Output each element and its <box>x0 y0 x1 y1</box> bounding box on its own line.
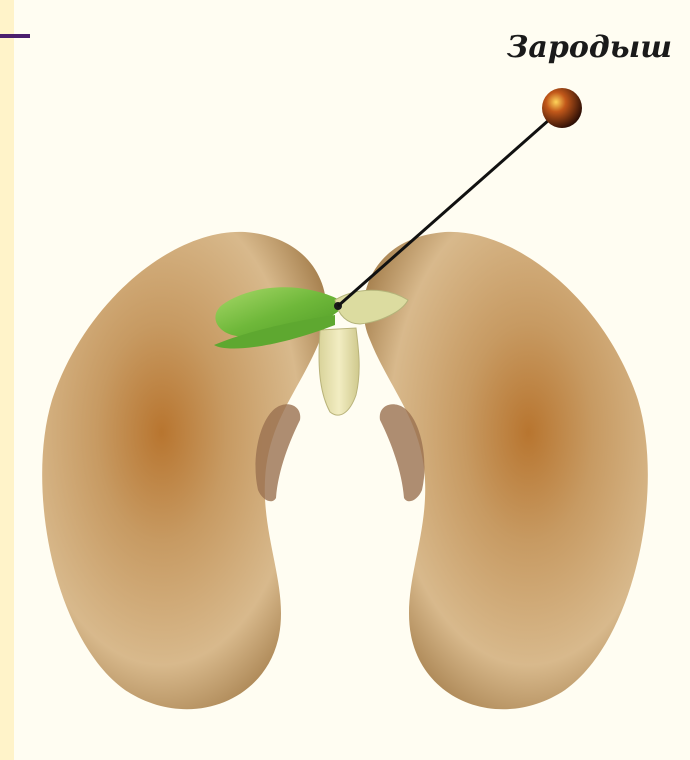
callout-pin-icon <box>542 88 582 128</box>
radicle <box>319 328 359 415</box>
embryo-label: Зародыш <box>507 30 672 65</box>
